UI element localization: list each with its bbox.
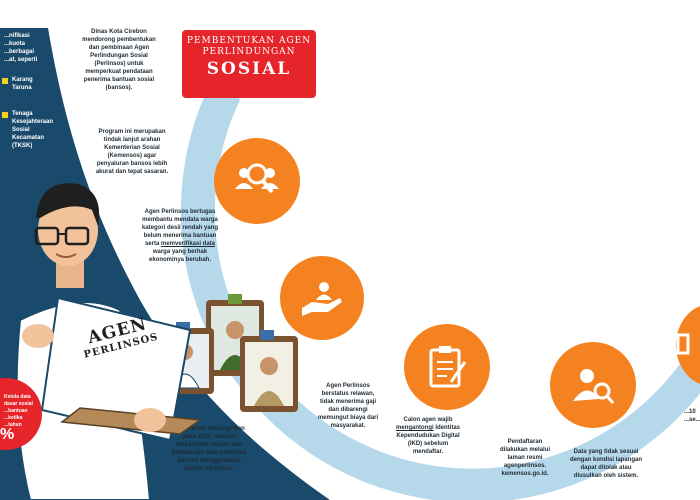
agent-figure — [15, 183, 200, 500]
title-badge: PEMBENTUKAN AGEN PERLINDUNGAN SOSIAL — [182, 30, 316, 98]
text-block-6c: Identitas Kependudukan Digital (IKD) seb… — [396, 425, 461, 455]
percentage-text: Kelola data dasar sosial ...bantuan ...k… — [4, 394, 33, 428]
text-block-6a: Calon agen wajib — [403, 417, 453, 423]
arc-band — [180, 84, 700, 500]
text-block-3b: memverifikasi data — [160, 241, 216, 247]
left-intro-text: ...nifikasi ...kuota ...berbagai ...at, … — [4, 33, 38, 63]
text-block-6b: mengantongi — [396, 425, 434, 431]
text-block-2: Program ini merupakan tindak lanjut arah… — [95, 129, 169, 175]
badge-line-2: PERLINDUNGAN — [202, 47, 296, 57]
clipboard-icon — [404, 324, 490, 410]
text-block-3a: Agen Perlinsos bertugas membantu mendata… — [141, 209, 219, 247]
text-block-6: Calon agen wajib mengantongi Identitas K… — [396, 416, 460, 456]
legend-label-1: Karang Taruna — [12, 77, 33, 91]
text-block-3c: warga yang berhak ekonominya berubah. — [148, 249, 211, 263]
text-block-4: Pemerintah menargetkan pada 2027, seluru… — [171, 426, 247, 472]
hand-person-icon — [280, 256, 364, 340]
text-block-1: Dinas Kota Cirebon mendorong pembentukan… — [82, 29, 156, 91]
legend-square-1 — [2, 78, 8, 84]
legend-square-2 — [2, 112, 8, 118]
text-block-8: Data yang tidak sesuai dengan kondisi la… — [569, 449, 642, 479]
people-search-icon — [214, 138, 300, 224]
text-block-5: Agen Perlinsos berstatus relawan, tidak … — [317, 383, 379, 429]
percentage-value: % — [0, 426, 15, 443]
badge-line-3: SOSIAL — [206, 59, 292, 79]
text-block-7: Pendaftaran dilakukan melalui laman resm… — [499, 439, 551, 477]
text-block-9: ...10 ...se... — [684, 409, 700, 423]
user-search-icon — [550, 342, 636, 428]
text-block-3: Agen Perlinsos bertugas membantu mendata… — [138, 208, 222, 264]
legend-label-2: Tenaga Kesejahteraan Sosial Kecamatan (T… — [12, 111, 54, 149]
badge-line-1: PEMBENTUKAN AGEN — [186, 36, 312, 46]
